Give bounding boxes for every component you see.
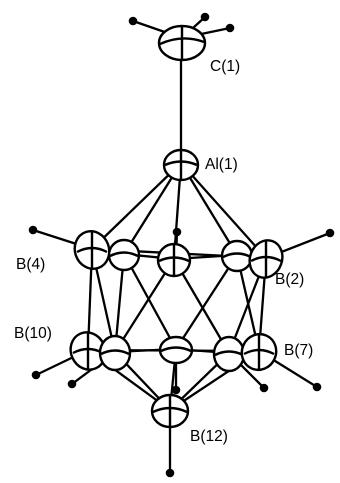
atom-al1 xyxy=(162,148,200,182)
atom-b4 xyxy=(73,230,111,270)
atom-b-upper-3 xyxy=(156,242,192,278)
atom-b7 xyxy=(240,332,278,372)
atom-b-upper-2 xyxy=(107,238,141,272)
label-b7: B(7) xyxy=(284,342,313,359)
hydrogen-atoms xyxy=(28,12,335,478)
label-al1: Al(1) xyxy=(205,156,238,173)
atom-b-lower-4 xyxy=(212,335,246,373)
label-b10: B(10) xyxy=(14,325,52,342)
label-b2: B(2) xyxy=(275,271,304,288)
atom-b12 xyxy=(150,393,190,429)
atom-b2 xyxy=(248,239,284,279)
label-b12: B(12) xyxy=(190,428,228,445)
atom-ellipsoids xyxy=(69,24,284,429)
atom-b-lower-2 xyxy=(98,334,132,372)
atom-b-lower-3 xyxy=(158,335,194,365)
label-b4: B(4) xyxy=(16,256,45,273)
atom-c1 xyxy=(157,24,207,62)
atom-b-upper-4 xyxy=(220,239,254,273)
atom-labels: C(1) Al(1) B(4) B(2) B(10) B(7) B(12) xyxy=(14,58,313,445)
label-c1: C(1) xyxy=(210,58,240,75)
